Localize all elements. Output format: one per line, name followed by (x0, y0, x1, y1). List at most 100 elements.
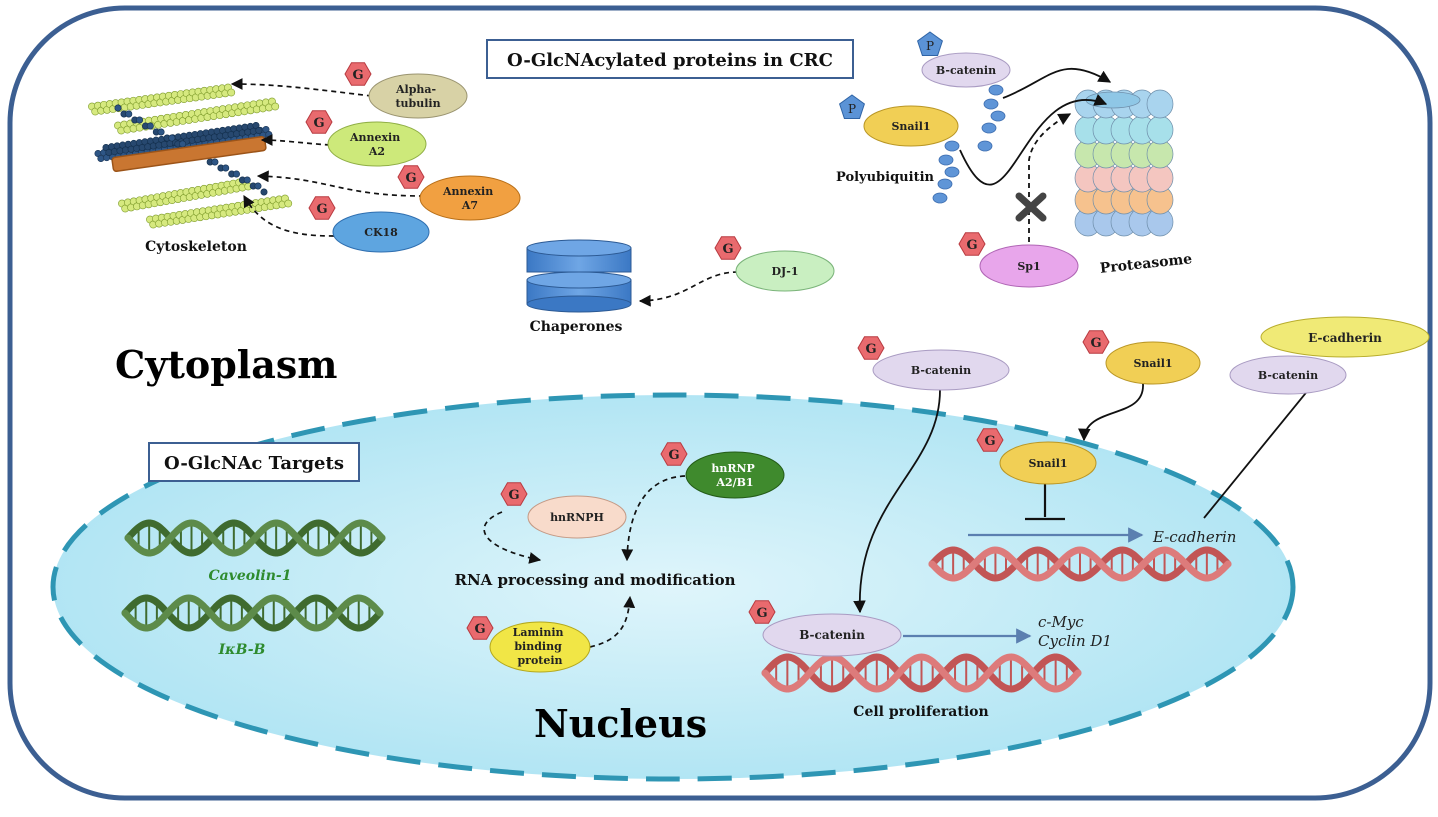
alpha-tubulin-oval (368, 73, 468, 119)
membrane-bcatenin-label: B-catenin (1258, 369, 1318, 382)
hnrnpa2b1-label: hnRNP A2/B1 (711, 462, 758, 489)
proteasome-ring (1074, 163, 1174, 193)
polyubiquitin-chain (932, 84, 1006, 204)
cytoskeleton-label: Cytoskeleton (145, 239, 247, 255)
cytoskeleton-filaments (88, 83, 293, 229)
cytoplasmic-snail1-oval (1105, 341, 1201, 385)
oglcnac-tag-icon (466, 616, 494, 640)
title-box (486, 39, 854, 79)
phospho-snail1-label: Snail1 (891, 120, 930, 133)
annexin-a7-g-tag: G (397, 165, 425, 189)
alpha-tubulin-line-1: Alpha- (395, 83, 436, 96)
nucleus-label: Nucleus (534, 701, 707, 746)
alpha-tubulin-label: Alpha- tubulin (395, 83, 441, 110)
oglcnac-tag-label: G (984, 434, 995, 449)
hnrnpa2b1-g-tag: G (660, 442, 688, 466)
microtubule-2 (114, 97, 280, 135)
sp1-node: Sp1 (979, 244, 1079, 288)
nuclear-snail1-g-tag: G (976, 428, 1004, 452)
membrane-ecadherin-label: E-cadherin (1308, 331, 1382, 345)
annexin-a2-label: Annexin A2 (349, 131, 404, 158)
oglcnac-tag-icon (660, 442, 688, 466)
proteasome (1074, 89, 1174, 237)
sp1-blocked-x (1015, 192, 1047, 222)
ubiquitin-bead (990, 110, 1006, 122)
cytoplasmic-bcatenin-node: B-catenin (872, 349, 1010, 391)
hnrnph-label: hnRNPH (550, 511, 604, 524)
nuclear-bcatenin-node: B-catenin (762, 613, 902, 657)
annexin-a2-g-tag: G (305, 110, 333, 134)
ck18-g-tag: G (308, 196, 336, 220)
hnrnph-g-tag: G (500, 482, 528, 506)
dj1-label: DJ-1 (772, 265, 799, 278)
phosphate-tag-icon (917, 31, 943, 56)
nuclear-snail1-node: Snail1 (999, 441, 1097, 485)
laminin-g-tag: G (466, 616, 494, 640)
ecadherin-gene-label: E-cadherin (1152, 528, 1236, 546)
cytoskeleton-arrows (230, 78, 425, 237)
phospho-snail1-node: Snail1 (863, 105, 959, 147)
oglcnac-tag-label: G (352, 68, 363, 83)
hnrnpa2b1-oval (685, 451, 785, 499)
laminin-oval (489, 621, 591, 673)
proteasome-arrows (959, 67, 1112, 242)
chaperones-cylinder (526, 239, 632, 313)
oglcnac-tag-label: G (756, 606, 767, 621)
annexin-a7-line-2: A7 (461, 199, 478, 212)
ikbb-label: IκB-B (218, 642, 266, 658)
proteasome-ring (1074, 207, 1174, 237)
membrane-bcatenin-oval (1229, 355, 1347, 395)
bcatenin-p-tag: P (917, 31, 943, 56)
caveolin1-dna (124, 519, 386, 557)
oglcnac-tag-icon (308, 196, 336, 220)
nuclear-bcatenin-g-tag: G (748, 600, 776, 624)
oglcnac-tag-icon (958, 232, 986, 256)
cell-proliferation-label: Cell proliferation (853, 704, 988, 720)
ubiquitin-bead (977, 140, 993, 152)
laminin-to-rna-arrow (589, 595, 636, 648)
diagram-title: O-GlcNAcylated proteins in CRC (507, 50, 833, 71)
proteasome-ring (1074, 185, 1174, 215)
ubiquitin-bead (944, 166, 960, 178)
oglcnac-tag-label: G (722, 242, 733, 257)
annexin-a7-label: Annexin A7 (442, 185, 497, 212)
nuclear-snail1-oval (999, 441, 1097, 485)
dna-helices (121, 519, 1232, 693)
oglcnac-tag-icon (748, 600, 776, 624)
bcatenin-g-tag: G (857, 336, 885, 360)
cmyc-gene-label: c-Myc (1038, 613, 1084, 631)
laminin-line-2: binding (514, 640, 562, 653)
hnrnpa2b1-line-1: hnRNP (711, 462, 754, 475)
microtubule-3 (118, 177, 253, 213)
oglcnac-tag-label: G (668, 448, 679, 463)
cytoplasm-label: Cytoplasm (115, 342, 337, 387)
dj1-to-chaperones-arrow (638, 271, 739, 307)
ck18-label: CK18 (364, 226, 398, 239)
ubiquitin-bead (944, 140, 960, 152)
ubiquitin-bead (983, 98, 999, 110)
oglcnac-tag-label: G (474, 622, 485, 637)
polyubiquitin-label: Polyubiquitin (836, 170, 934, 185)
dj1-node: DJ-1 (735, 250, 835, 292)
annexin-a2-oval (327, 121, 427, 167)
caveolin1-label: Caveolin-1 (209, 568, 292, 584)
annexin-a7-line-1: Annexin (442, 185, 493, 198)
snail1-inhibition (1025, 482, 1065, 521)
dj1-g-tag: G (714, 236, 742, 260)
laminin-node: Laminin binding protein (489, 621, 591, 673)
oglcnac-tag-label: G (405, 171, 416, 186)
phospho-bcatenin-label: B-catenin (936, 64, 996, 77)
ecadherin-to-membrane-line (1203, 377, 1319, 519)
sp1-oval (979, 244, 1079, 288)
snail1-to-nucleus-arrow (1078, 383, 1144, 442)
dj1-oval (735, 250, 835, 292)
oglcnac-tag-label: G (316, 202, 327, 217)
oglcnac-tag-label: G (313, 116, 324, 131)
snail1-p-tag: P (839, 94, 865, 119)
laminin-line-3: protein (517, 654, 562, 667)
oglcnac-tag-label: G (865, 342, 876, 357)
oglcnac-tag-icon (857, 336, 885, 360)
nuclear-bcatenin-oval (762, 613, 902, 657)
